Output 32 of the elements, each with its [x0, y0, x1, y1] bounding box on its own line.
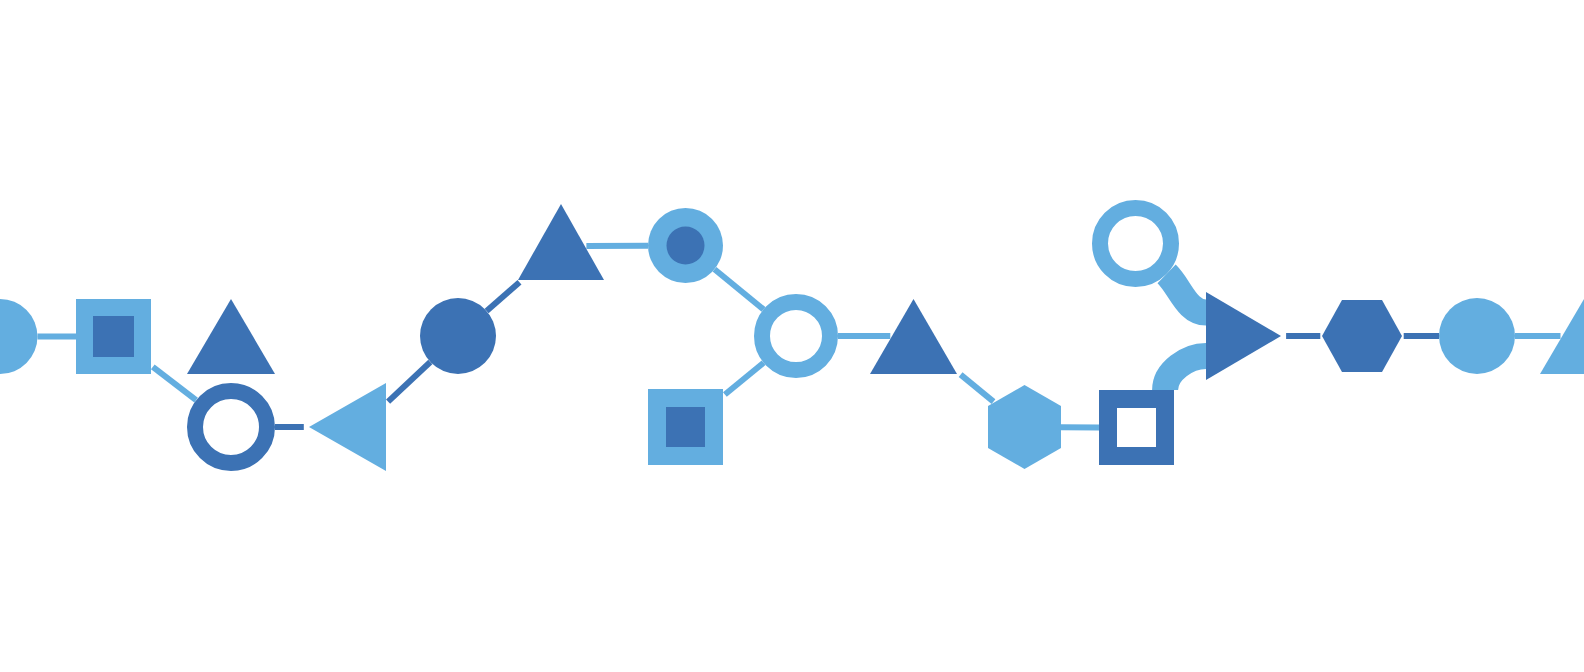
triangle [1206, 292, 1281, 380]
ring [754, 294, 838, 378]
triangle [518, 204, 604, 280]
connector-line [838, 333, 891, 339]
hexagon [1322, 300, 1402, 372]
connector-line [958, 372, 996, 404]
curved-connector [1157, 265, 1208, 326]
connector-line [1515, 333, 1561, 339]
ring [1092, 200, 1179, 287]
connector-line [586, 242, 648, 249]
half-triangle [1540, 299, 1584, 374]
connector-line [723, 360, 766, 397]
triangle [187, 299, 275, 374]
triangle [309, 383, 386, 471]
connector-line [275, 424, 304, 430]
square-with-inner-square [648, 389, 723, 465]
ring [187, 383, 275, 471]
square-with-inner-square [76, 299, 151, 374]
connector-line [150, 364, 198, 403]
connector-line [1060, 424, 1100, 431]
triangle [870, 299, 957, 374]
hexagon [988, 385, 1061, 469]
connector-line [712, 266, 766, 312]
filled-circle [420, 298, 496, 374]
connector-line [1403, 333, 1439, 339]
ring-with-dot [648, 208, 723, 283]
connector-line [386, 359, 433, 404]
connector-line [37, 333, 76, 340]
square-frame [1099, 390, 1174, 465]
filled-circle [1439, 298, 1515, 374]
connector-line [1286, 333, 1321, 339]
connector-line [484, 280, 522, 314]
